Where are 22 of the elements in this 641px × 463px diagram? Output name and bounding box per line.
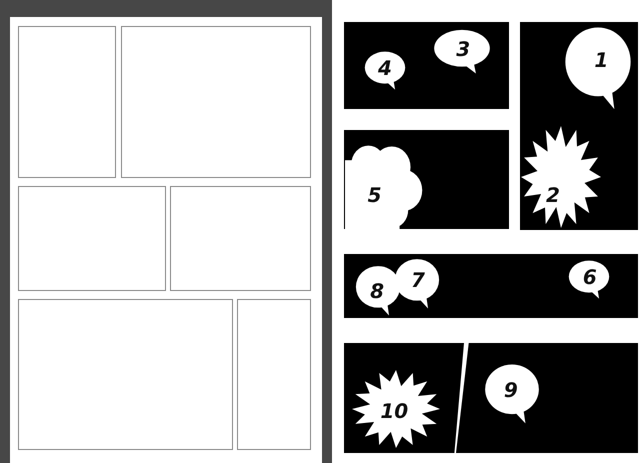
comic-panel bbox=[170, 186, 311, 291]
comic-panel bbox=[344, 343, 464, 453]
comic-panel bbox=[344, 130, 509, 229]
bubble-number: 3 bbox=[456, 38, 470, 59]
comic-panel bbox=[121, 26, 311, 178]
bubble-number: 1 bbox=[594, 50, 608, 70]
comic-panel bbox=[18, 299, 233, 450]
bubble-number: 9 bbox=[504, 380, 518, 400]
bubble-number: 7 bbox=[410, 270, 425, 290]
comic-panel bbox=[18, 186, 166, 291]
comic-panel bbox=[18, 26, 116, 178]
bubble-number: 4 bbox=[378, 58, 392, 78]
comic-panel bbox=[237, 299, 311, 450]
bubble-number: 10 bbox=[380, 400, 408, 421]
comic-panel bbox=[344, 22, 509, 109]
bubble-number: 6 bbox=[582, 267, 597, 287]
bubble-number: 5 bbox=[368, 184, 382, 205]
comic-panel bbox=[520, 22, 638, 230]
bubble-number: 2 bbox=[546, 185, 560, 206]
bubble-number: 8 bbox=[370, 281, 384, 302]
comic-panel bbox=[344, 254, 638, 318]
comic-panel bbox=[456, 343, 638, 453]
